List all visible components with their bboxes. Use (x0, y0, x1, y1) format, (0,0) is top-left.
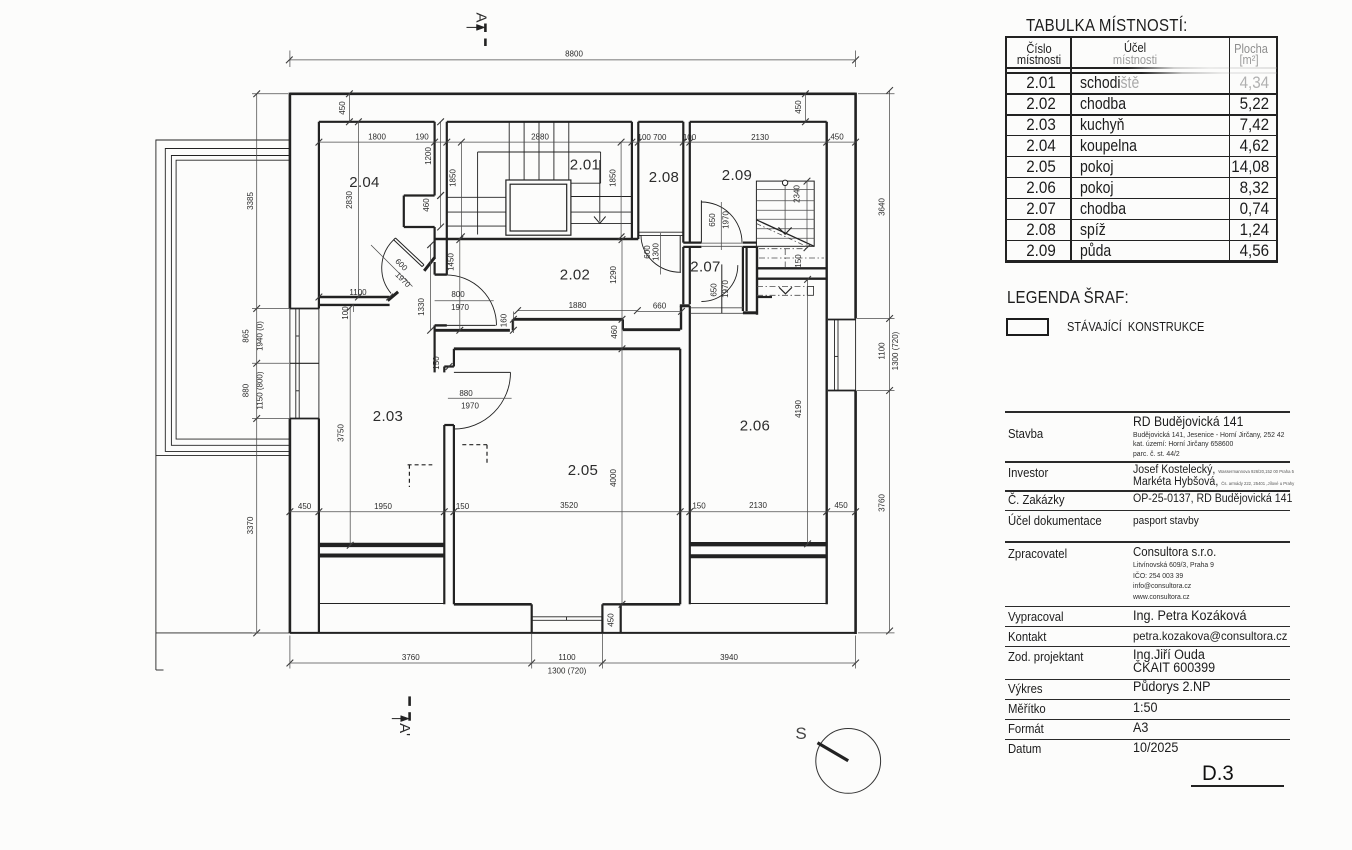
svg-text:1300 (720): 1300 (720) (548, 667, 587, 676)
svg-text:3760: 3760 (878, 494, 887, 512)
svg-text:1850: 1850 (449, 169, 458, 187)
svg-text:100 700: 100 700 (638, 133, 667, 142)
svg-text:450: 450 (607, 613, 616, 627)
svg-text:2.01: 2.01 (570, 156, 600, 173)
svg-text:450: 450 (830, 132, 844, 141)
svg-text:1970: 1970 (721, 280, 730, 298)
svg-text:150: 150 (456, 502, 470, 511)
svg-text:3520: 3520 (560, 501, 578, 510)
svg-text:1330: 1330 (417, 298, 426, 316)
svg-text:100: 100 (683, 133, 697, 142)
svg-text:8800: 8800 (565, 50, 583, 59)
svg-text:4190: 4190 (794, 400, 803, 418)
svg-text:4000: 4000 (609, 469, 618, 487)
svg-text:450: 450 (794, 100, 803, 114)
svg-text:190: 190 (415, 133, 429, 142)
svg-text:1940 (0): 1940 (0) (256, 321, 265, 351)
svg-text:450: 450 (298, 502, 312, 511)
svg-text:A: A (473, 12, 490, 22)
svg-text:100: 100 (341, 306, 350, 320)
svg-text:1100: 1100 (558, 653, 576, 662)
svg-text:880: 880 (242, 383, 251, 397)
svg-text:1300 (720): 1300 (720) (891, 331, 900, 370)
svg-text:650: 650 (709, 283, 718, 297)
svg-text:450: 450 (834, 501, 848, 510)
svg-text:1970: 1970 (451, 303, 469, 312)
svg-text:2.09: 2.09 (722, 167, 752, 184)
svg-text:880: 880 (459, 389, 473, 398)
svg-text:2.08: 2.08 (649, 169, 679, 186)
svg-text:2130: 2130 (749, 501, 767, 510)
svg-text:600: 600 (393, 257, 409, 273)
svg-text:2.07: 2.07 (690, 259, 720, 276)
svg-text:2.03: 2.03 (373, 408, 403, 425)
svg-text:160: 160 (500, 313, 509, 327)
svg-text:A': A' (396, 723, 413, 736)
svg-text:2.06: 2.06 (740, 418, 770, 435)
svg-text:660: 660 (653, 302, 667, 311)
svg-text:150: 150 (692, 501, 706, 510)
svg-text:2.02: 2.02 (560, 267, 590, 284)
svg-text:450: 450 (338, 101, 347, 115)
svg-text:150: 150 (794, 254, 803, 268)
svg-text:2340: 2340 (793, 185, 802, 203)
svg-text:1970: 1970 (461, 402, 479, 411)
svg-text:S: S (795, 724, 806, 743)
svg-text:1800: 1800 (368, 133, 386, 142)
svg-text:865: 865 (242, 329, 251, 343)
svg-text:460: 460 (422, 198, 431, 212)
svg-text:150: 150 (432, 356, 441, 370)
svg-text:3640: 3640 (878, 198, 887, 216)
svg-text:3370: 3370 (246, 516, 255, 534)
svg-text:1970: 1970 (393, 270, 412, 289)
svg-text:2.04: 2.04 (349, 174, 379, 191)
svg-text:2880: 2880 (531, 133, 549, 142)
svg-text:650: 650 (708, 213, 717, 227)
svg-text:1950: 1950 (374, 502, 392, 511)
svg-text:1850: 1850 (609, 169, 618, 187)
svg-text:1200: 1200 (424, 147, 433, 165)
svg-text:1150 (800): 1150 (800) (256, 371, 265, 409)
svg-text:1880: 1880 (569, 301, 587, 310)
svg-text:600: 600 (643, 245, 652, 259)
svg-text:460: 460 (610, 325, 619, 339)
svg-text:3750: 3750 (337, 424, 346, 442)
svg-text:1100: 1100 (878, 342, 887, 360)
svg-text:3385: 3385 (246, 192, 255, 210)
svg-text:2830: 2830 (345, 191, 354, 209)
svg-text:2.05: 2.05 (568, 462, 598, 479)
svg-text:1300: 1300 (652, 243, 661, 261)
svg-text:2130: 2130 (751, 133, 769, 142)
svg-text:3940: 3940 (720, 653, 738, 662)
svg-text:1450: 1450 (447, 253, 456, 271)
svg-text:1290: 1290 (609, 266, 618, 284)
svg-text:1970: 1970 (722, 211, 731, 229)
svg-text:800: 800 (451, 290, 465, 299)
svg-text:1100: 1100 (349, 288, 367, 297)
svg-text:3760: 3760 (402, 653, 420, 662)
